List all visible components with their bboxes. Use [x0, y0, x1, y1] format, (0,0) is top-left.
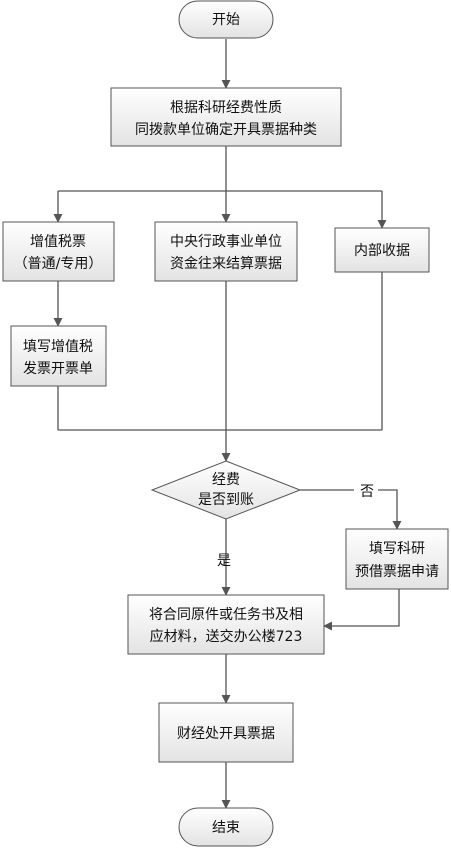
funds-check-line-1: 经费	[212, 472, 240, 488]
central-receipt-line-1: 中央行政事业单位	[170, 234, 282, 250]
edge-label-no: 否	[360, 484, 374, 500]
determine-line-1: 根据科研经费性质	[170, 100, 282, 116]
vat-invoice-box	[2, 221, 115, 282]
fill-loan-request-line-1: 填写科研	[369, 541, 425, 557]
fill-loan-request-line-2: 预借票据申请	[355, 564, 439, 580]
node-funds-check: 经费 是否到账	[150, 460, 302, 520]
connectors	[53, 39, 402, 809]
end-label: 结束	[212, 820, 240, 836]
determine-box	[110, 87, 342, 147]
submit-materials-line-1: 将合同原件或任务书及相	[149, 607, 303, 623]
start-terminal-shape	[178, 0, 274, 39]
start-label: 开始	[212, 12, 240, 28]
submit-materials-line-2: 应材料，送交办公楼723	[150, 628, 303, 645]
determine-line-2: 同拨款单位确定开具票据种类	[135, 122, 317, 138]
node-submit-materials: 将合同原件或任务书及相 应材料，送交办公楼723	[127, 594, 325, 655]
node-central-receipt: 中央行政事业单位 资金往来结算票据	[154, 221, 298, 282]
node-determine: 根据科研经费性质 同拨款单位确定开具票据种类	[110, 87, 342, 147]
internal-receipt-box	[334, 227, 430, 273]
node-fill-loan-request: 填写科研 预借票据申请	[345, 528, 449, 590]
fill-vat-form-box	[10, 325, 107, 387]
funds-check-diamond	[150, 460, 302, 520]
edge-loan-submit	[323, 589, 400, 631]
node-fill-vat-form: 填写增值税 发票开票单	[10, 325, 107, 387]
no-label-bg	[354, 481, 378, 499]
node-vat-invoice: 增值税票 （普通/专用）	[2, 221, 115, 282]
edge-check-no	[300, 489, 402, 530]
edge-label-yes: 是	[217, 553, 231, 569]
end-terminal-shape	[178, 807, 274, 847]
fill-vat-form-line-2: 发票开票单	[23, 361, 93, 377]
internal-receipt-label: 内部收据	[354, 243, 410, 259]
node-end: 结束	[178, 807, 274, 847]
central-receipt-line-2: 资金往来结算票据	[170, 256, 282, 272]
node-internal-receipt: 内部收据	[334, 227, 430, 273]
submit-materials-box	[127, 594, 325, 655]
vat-invoice-line-2: （普通/专用）	[14, 256, 103, 272]
finance-issue-box	[158, 702, 294, 763]
node-start: 开始	[178, 0, 274, 39]
vat-invoice-line-1: 增值税票	[30, 234, 86, 250]
central-receipt-box	[154, 221, 298, 282]
funds-check-line-2: 是否到账	[198, 492, 254, 508]
fill-vat-form-line-1: 填写增值税	[23, 339, 93, 355]
finance-issue-label: 财经处开具票据	[177, 726, 275, 742]
fill-loan-request-box	[345, 528, 449, 590]
node-finance-issue: 财经处开具票据	[158, 702, 294, 763]
